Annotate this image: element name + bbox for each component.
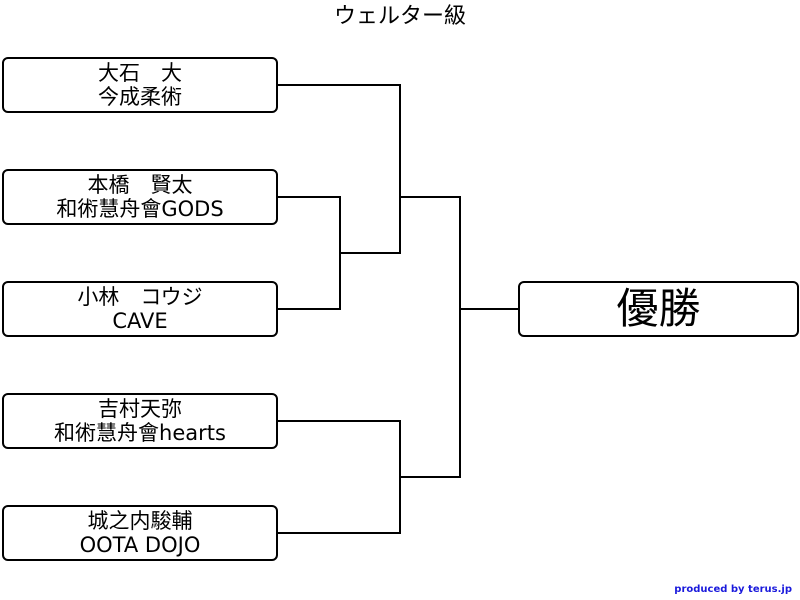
entry-team: OOTA DOJO	[79, 533, 201, 557]
winner-box: 優勝	[518, 281, 799, 337]
bracket-line-entry4	[278, 420, 401, 477]
credit-text: produced by terus.jp	[674, 584, 792, 595]
entry-name: 小林 コウジ	[77, 285, 203, 309]
entry-team: 今成柔術	[98, 85, 182, 109]
bracket-line-entry2	[278, 196, 341, 253]
bracket-line-entry3	[278, 253, 341, 310]
bracket-line-entry5	[278, 477, 401, 534]
bracket-line-final-bottom	[400, 309, 461, 478]
entry-name: 城之内駿輔	[87, 509, 193, 533]
entry-box: 小林 コウジ CAVE	[2, 281, 278, 337]
bracket-title: ウェルター級	[333, 4, 466, 29]
entry-name: 大石 大	[98, 61, 182, 85]
entry-box: 大石 大 今成柔術	[2, 57, 278, 113]
bracket-line-final-top	[400, 196, 461, 309]
entry-box: 城之内駿輔 OOTA DOJO	[2, 505, 278, 561]
entry-team: 和術慧舟會GODS	[56, 197, 224, 221]
winner-label: 優勝	[616, 284, 701, 333]
entry-name: 本橋 賢太	[87, 173, 193, 197]
entry-box: 吉村天弥 和術慧舟會hearts	[2, 393, 278, 449]
entry-team: 和術慧舟會hearts	[54, 421, 226, 445]
entry-team: CAVE	[112, 309, 168, 333]
entry-name: 吉村天弥	[98, 397, 182, 421]
bracket-line-semi1	[340, 197, 401, 254]
entry-box: 本橋 賢太 和術慧舟會GODS	[2, 169, 278, 225]
bracket-line-entry1	[278, 84, 401, 197]
